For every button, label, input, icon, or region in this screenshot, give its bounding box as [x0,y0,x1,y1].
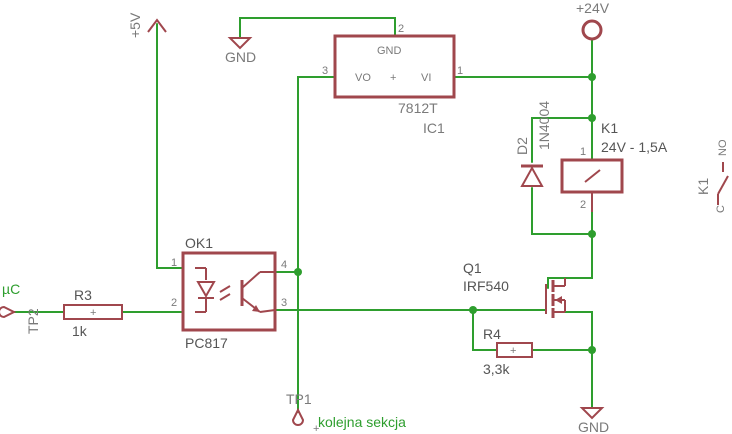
r3-value: 1k [72,323,88,339]
d2-name: D2 [514,137,530,155]
k1-relay-coil: 1 2 K1 24V - 1,5A [560,120,668,212]
next-section-label: kolejna sekcja [318,414,406,430]
r3-resistor: + R3 1k [63,287,123,339]
r3-name: R3 [74,287,92,303]
ic1-pin2: 2 [398,23,404,35]
tp1-testpoint: TP1 kolejna sekcja + [286,391,406,434]
gnd-top-symbol: GND [225,37,256,65]
r4-value: 3,3k [483,361,510,377]
ic1-pin3: 3 [322,65,328,77]
r4-resistor: + R4 3,3k [483,326,533,377]
tp1-name: TP1 [286,391,312,407]
ok1-pin2: 2 [171,297,177,309]
k1-value: 24V - 1,5A [601,139,668,155]
junction-diode-bottom [588,230,596,238]
junction-gate [469,306,477,314]
ok1-optocoupler: 1 2 3 4 OK1 PC817 [171,235,287,351]
ic1-value: 7812T [398,100,438,116]
k1-contact-c: C [715,205,727,213]
tp2-testpoint: TP2 µC [0,281,41,334]
k1-pin1: 1 [580,146,586,158]
tp2-name: TP2 [25,308,41,334]
q1-mosfet: Q1 IRF540 [463,260,566,318]
k1-pin2: 2 [580,199,586,211]
gnd-top-label: GND [225,49,256,65]
ok1-pin4: 4 [281,259,287,271]
gnd-bottom-label: GND [578,419,609,434]
r4-sign: + [510,345,516,357]
ok1-pin1: 1 [171,257,177,269]
plus24v-symbol: +24V [576,0,610,41]
plus5v-symbol: +5V [127,12,167,38]
ok1-pin3: 3 [281,297,287,309]
ok1-value: PC817 [185,335,228,351]
ic1-name: IC1 [423,120,445,136]
plus5v-label: +5V [127,12,143,38]
junction-diode-top [588,114,596,122]
junction-gnd [588,346,596,354]
wires [13,17,593,413]
tp1-plus: + [313,423,319,434]
junctions [294,73,596,354]
q1-value: IRF540 [463,278,509,294]
ic1-pin1: 1 [457,65,463,77]
d2-diode: D2 1N4004 [514,101,552,187]
junction-vi [588,73,596,81]
k1-contact-name: K1 [695,178,711,195]
d2-value: 1N4004 [536,101,552,150]
k1-contact-no: NO [717,139,729,156]
uc-label: µC [2,281,20,297]
r4-name: R4 [483,326,501,342]
q1-name: Q1 [463,260,482,276]
ic1-vo-pin-label: VO [355,72,371,84]
r3-sign: + [90,307,96,319]
ok1-name: OK1 [185,235,213,251]
ic1-plus-label: + [390,72,396,84]
ic1-regulator: GND VO + VI 2 3 1 7812T IC1 [322,23,463,136]
k1-relay-contact: K1 C NO [695,139,729,213]
junction-vo [294,268,302,276]
gnd-bottom-symbol: GND [578,407,609,434]
ic1-gnd-pin-label: GND [377,45,402,57]
k1-name: K1 [601,120,618,136]
ic1-vi-pin-label: VI [421,72,431,84]
plus24v-label: +24V [576,0,610,16]
